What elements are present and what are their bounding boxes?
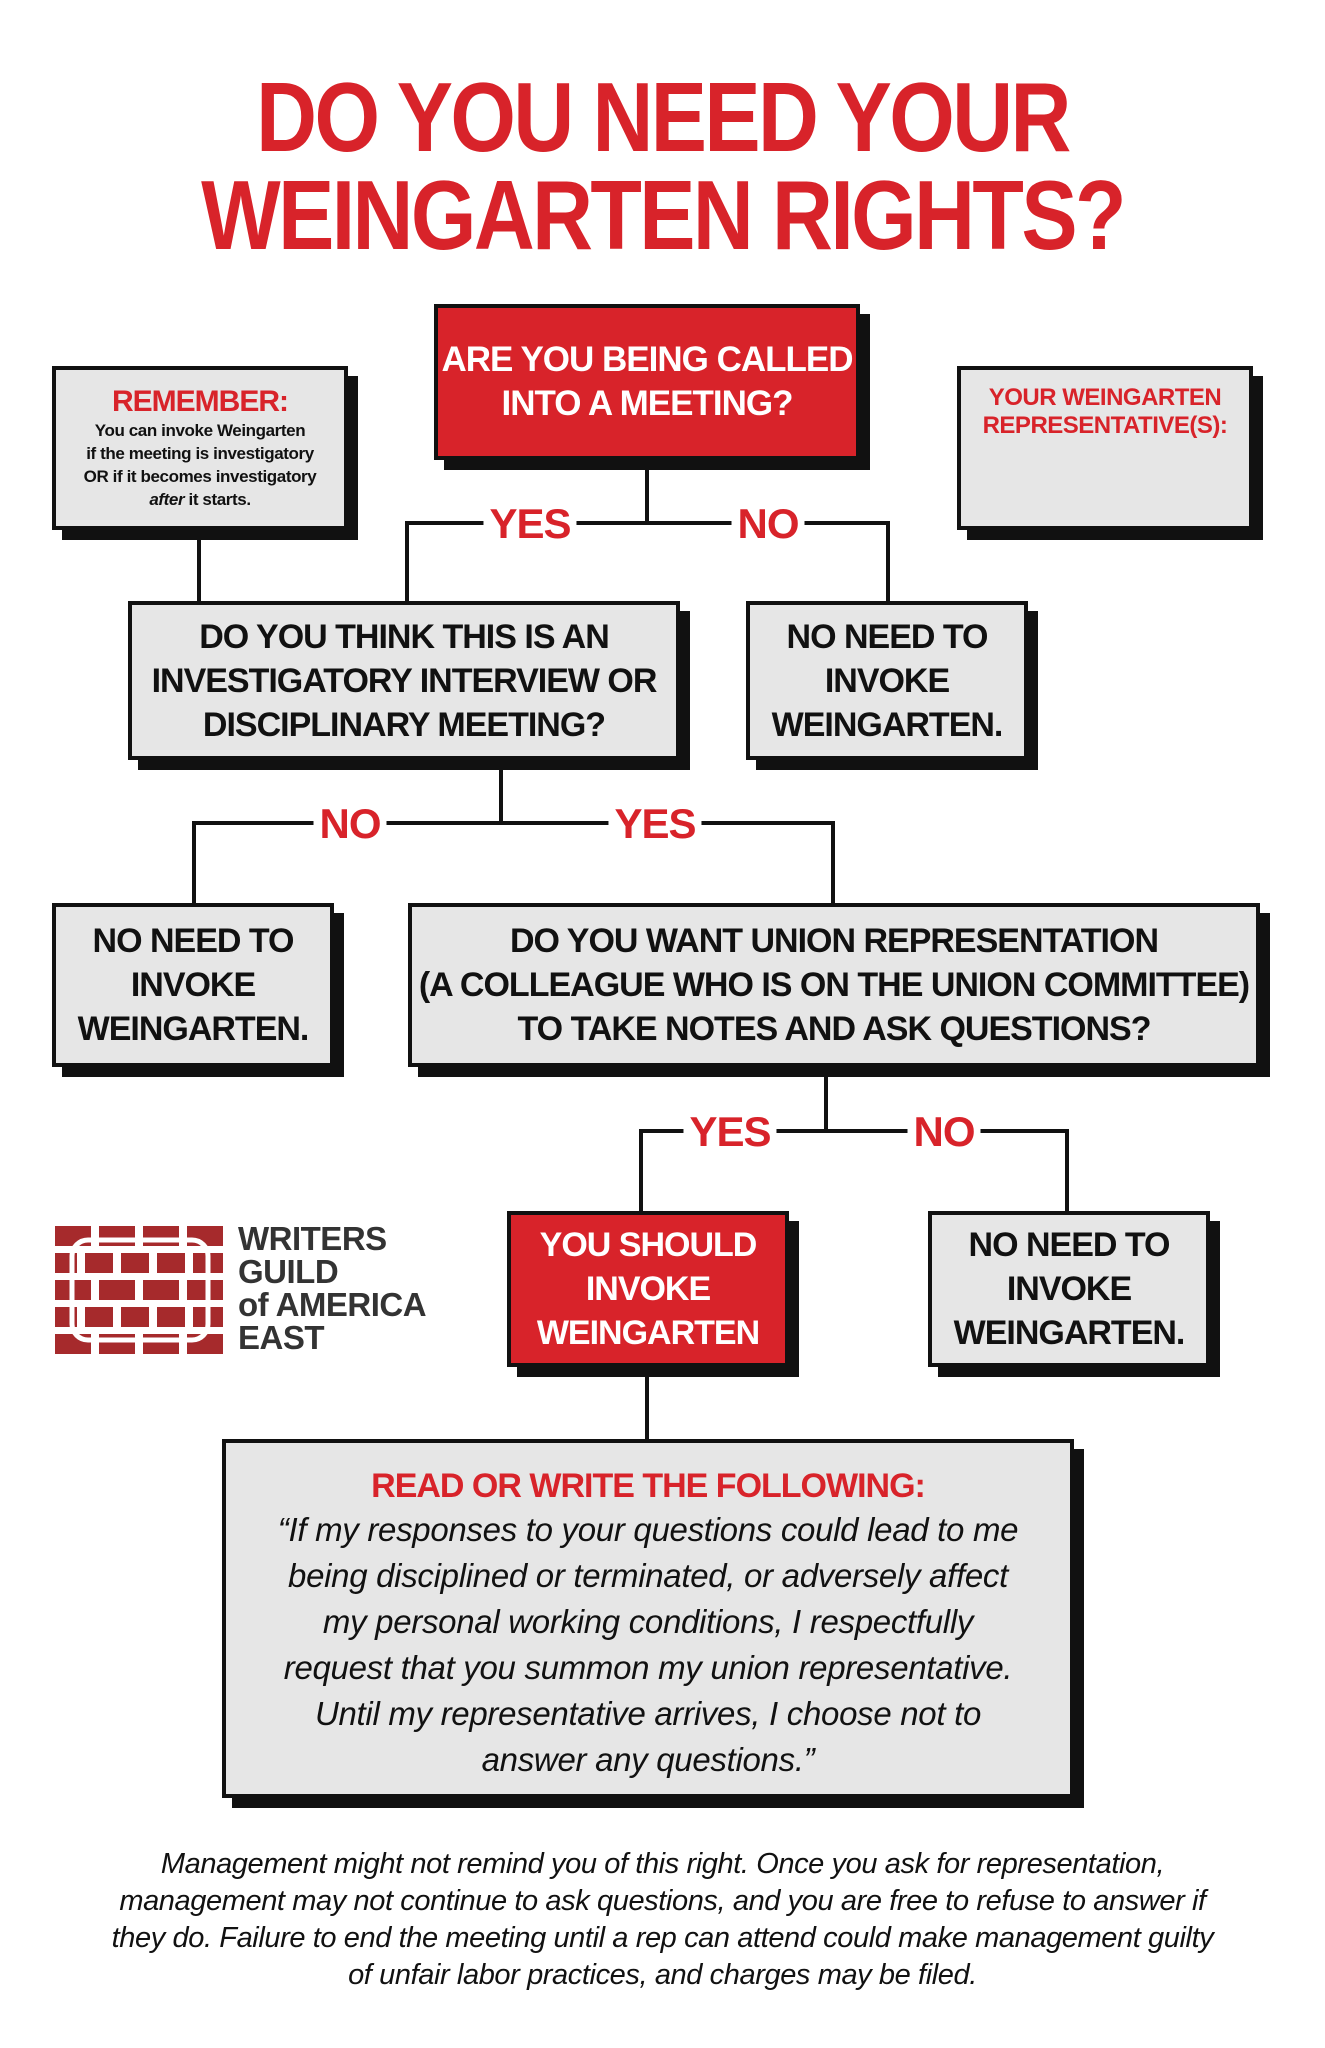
connector (197, 530, 201, 601)
question-line: TO TAKE NOTES AND ASK QUESTIONS? (517, 1010, 1152, 1048)
question-line: ARE YOU BEING CALLED (441, 340, 853, 379)
remember-note: REMEMBER: You can invoke Weingarten if t… (52, 366, 348, 530)
question-line: INVESTIGATORY INTERVIEW OR (151, 661, 658, 700)
no-need-line: NO NEED TO (968, 1226, 1171, 1264)
question-line: DO YOU THINK THIS IS AN (199, 617, 610, 656)
question-investigatory-or-disciplinary: DO YOU THINK THIS IS AN INVESTIGATORY IN… (128, 601, 680, 760)
no-need-line: INVOKE (1006, 1270, 1132, 1308)
footer-note: Management might not remind you of this … (60, 1846, 1265, 1994)
no-need-line: INVOKE (824, 661, 950, 700)
connector (886, 521, 890, 601)
yes-label: YES (608, 803, 702, 845)
remember-heading: REMEMBER: (112, 385, 289, 418)
logo-line: EAST (238, 1319, 325, 1356)
question-line: (A COLLEAGUE WHO IS ON THE UNION COMMITT… (418, 966, 1250, 1004)
statement-heading: READ OR WRITE THE FOLLOWING: (371, 1467, 926, 1505)
logo-line: of AMERICA (238, 1286, 427, 1323)
footer-line: Management might not remind you of this … (160, 1848, 1165, 1880)
no-need-line: NO NEED TO (786, 617, 989, 656)
remember-line: You can invoke Weingarten (94, 421, 306, 440)
question-line: DO YOU WANT UNION REPRESENTATION (509, 922, 1159, 960)
no-need-box: NO NEED TO INVOKE WEINGARTEN. (746, 601, 1028, 760)
remember-line-rest: it starts. (184, 490, 252, 509)
statement-line: being disciplined or terminated, or adve… (288, 1557, 1008, 1594)
question-called-into-meeting: ARE YOU BEING CALLED INTO A MEETING? (434, 304, 860, 460)
connector (405, 521, 409, 601)
connector (192, 821, 835, 825)
no-need-line: INVOKE (130, 966, 256, 1004)
invoke-line: WEINGARTEN (536, 1314, 760, 1352)
connector (831, 821, 835, 903)
connector (639, 1129, 1069, 1133)
logo-line: GUILD (238, 1253, 339, 1290)
connector (639, 1129, 643, 1211)
remember-line: OR if it becomes investigatory (83, 467, 317, 486)
connector (1065, 1129, 1069, 1211)
remember-line: after it starts. (149, 488, 252, 511)
wgae-logo-text: WRITERS GUILD of AMERICA EAST (238, 1220, 427, 1356)
connector (645, 1367, 649, 1439)
wgae-logo-mark-icon (55, 1226, 223, 1354)
logo-line: WRITERS (238, 1220, 387, 1257)
no-need-line: WEINGARTEN. (771, 705, 1004, 744)
footer-line: management may not continue to ask quest… (119, 1885, 1206, 1917)
page-title: DO YOU NEED YOUR WEINGARTEN RIGHTS? (93, 68, 1233, 264)
remember-line: if the meeting is investigatory (86, 444, 314, 463)
invoke-line: INVOKE (585, 1270, 711, 1308)
statement-box: READ OR WRITE THE FOLLOWING: “If my resp… (222, 1439, 1074, 1798)
title-line-1: DO YOU NEED YOUR (256, 62, 1071, 172)
connector (499, 760, 503, 825)
yes-label: YES (683, 1111, 777, 1153)
statement-line: my personal working conditions, I respec… (322, 1603, 974, 1640)
wgae-logo-icon (55, 1226, 225, 1361)
no-need-box: NO NEED TO INVOKE WEINGARTEN. (52, 903, 334, 1067)
footer-line: they do. Failure to end the meeting unti… (111, 1922, 1214, 1954)
footer-line: of unfair labor practices, and charges m… (348, 1959, 977, 1991)
connector (192, 821, 196, 903)
representatives-field[interactable]: YOUR WEINGARTEN REPRESENTATIVE(S): (957, 366, 1253, 530)
remember-emphasis: after (149, 490, 185, 509)
yes-label: YES (483, 503, 577, 545)
title-line-2: WEINGARTEN RIGHTS? (201, 160, 1126, 270)
no-need-box: NO NEED TO INVOKE WEINGARTEN. (928, 1211, 1210, 1367)
question-line: INTO A MEETING? (501, 384, 794, 423)
statement-line: “If my responses to your questions could… (277, 1511, 1019, 1548)
no-need-line: WEINGARTEN. (77, 1010, 310, 1048)
representatives-heading: YOUR WEINGARTEN (988, 384, 1222, 411)
connector (824, 1067, 828, 1133)
connector (405, 521, 890, 525)
statement-line: Until my representative arrives, I choos… (314, 1695, 982, 1732)
question-union-representation: DO YOU WANT UNION REPRESENTATION (A COLL… (408, 903, 1260, 1067)
no-label: NO (313, 803, 387, 845)
no-label: NO (731, 503, 805, 545)
no-label: NO (907, 1111, 981, 1153)
invoke-weingarten-box: YOU SHOULD INVOKE WEINGARTEN (507, 1211, 789, 1367)
statement-line: request that you summon my union represe… (283, 1649, 1013, 1686)
connector (645, 460, 649, 525)
no-need-line: WEINGARTEN. (953, 1314, 1186, 1352)
no-need-line: NO NEED TO (92, 922, 295, 960)
invoke-line: YOU SHOULD (539, 1226, 758, 1264)
representatives-heading: REPRESENTATIVE(S): (982, 412, 1228, 439)
statement-line: answer any questions.” (481, 1741, 815, 1778)
question-line: DISCIPLINARY MEETING? (202, 705, 606, 744)
